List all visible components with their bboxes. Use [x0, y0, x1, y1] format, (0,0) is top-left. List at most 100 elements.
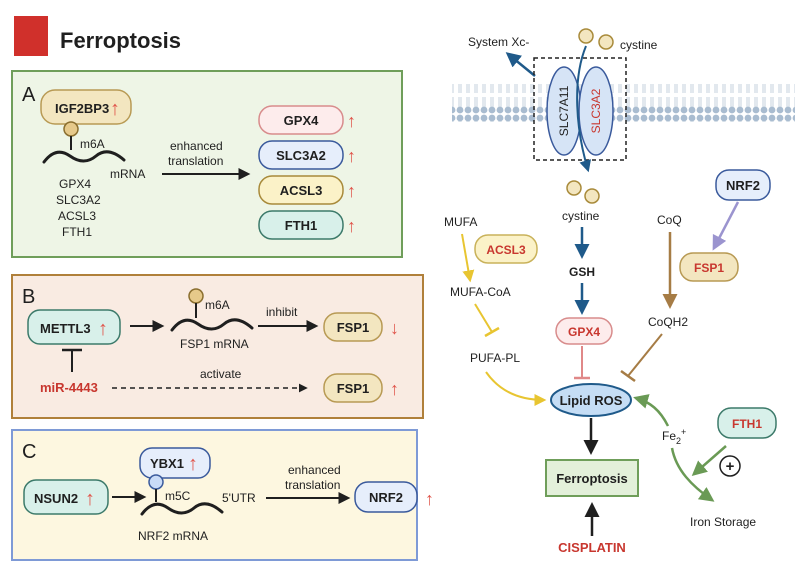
fsp1-mrna-label: FSP1 mRNA [180, 337, 249, 351]
cystine-in-label: cystine [562, 209, 600, 223]
system-xc-label: System Xc- [468, 35, 529, 49]
target-slc3a2-up: ↑ [347, 146, 356, 166]
m5c-marker [148, 474, 164, 490]
panel-b-letter: B [22, 286, 35, 308]
panel-c: C NSUN2 ↑ YBX1 ↑ m5C 5'UTR NRF2 mRNA enh… [11, 429, 418, 561]
panel-a-letter: A [22, 84, 36, 106]
page-title: Ferroptosis [60, 28, 181, 53]
target-fth1-label: FTH1 [285, 218, 318, 233]
transcript-fth1: FTH1 [62, 225, 92, 239]
system-xc-arrow [505, 52, 536, 77]
mufa-label: MUFA [444, 215, 477, 229]
target-acsl3-box [258, 175, 344, 205]
lipid-ros-label: Lipid ROS [560, 393, 623, 408]
nsun2-box [23, 479, 109, 515]
mettl3-up-arrow: ↑ [98, 318, 108, 340]
acsl3-node-label: ACSL3 [486, 243, 526, 257]
plus-sign-circle [719, 455, 741, 477]
m6a-marker-b [188, 288, 204, 304]
fe-to-ros-arrow [633, 394, 670, 427]
nsun2-label: NSUN2 [34, 491, 78, 506]
activate-label: activate [200, 367, 242, 381]
panel-a: A IGF2BP3 ↑ m6A mRNA GPX4 SLC3A2 ACSL3 F… [11, 70, 403, 258]
fsp1-node-label: FSP1 [694, 261, 724, 275]
cystine-top-1 [578, 28, 594, 44]
utr-label: 5'UTR [222, 491, 256, 505]
fth1-node-label: FTH1 [732, 417, 762, 431]
lipid-ros-node [550, 383, 632, 417]
m5c-label: m5C [165, 489, 191, 503]
translation-label-c: translation [285, 478, 340, 492]
fth1-node [717, 407, 777, 439]
ferroptosis-node-label: Ferroptosis [556, 471, 628, 486]
mrna-wave [42, 150, 126, 164]
m6a-label: m6A [80, 137, 105, 151]
nrf2-node-label: NRF2 [726, 178, 760, 193]
pathway: System Xc- cystine SLC7A11 SLC3A2 cystin… [444, 28, 795, 555]
fsp1-bottom-box [323, 373, 383, 403]
nrf2-up-arrow: ↑ [425, 489, 434, 509]
nrf2-target-label: NRF2 [369, 490, 403, 505]
fsp1-top-label: FSP1 [337, 320, 370, 335]
target-gpx4-up: ↑ [347, 111, 356, 131]
target-fth1-up: ↑ [347, 216, 356, 236]
target-slc3a2-box [258, 140, 344, 170]
gsh-label: GSH [569, 265, 595, 279]
enhanced-label-a: enhanced [170, 139, 223, 153]
mufacoa-inhibits-pufapl [474, 303, 493, 333]
coq-label: CoQ [657, 213, 682, 227]
cystine-import-arrow [576, 45, 591, 173]
cell-membrane [452, 84, 795, 122]
mrna-label: mRNA [110, 167, 145, 181]
transcript-gpx4: GPX4 [59, 177, 91, 191]
mufa-coa-label: MUFA-CoA [450, 285, 511, 299]
target-fth1-box [258, 210, 344, 240]
slc3a2-ellipse [578, 66, 614, 156]
coqh2-inhibits-ros [627, 333, 663, 377]
ybx1-label: YBX1 [150, 456, 184, 471]
ferroptosis-node [545, 459, 639, 497]
fsp1-node [679, 252, 739, 282]
mettl3-label: METTL3 [40, 321, 91, 336]
fsp1-bottom-label: FSP1 [337, 381, 370, 396]
ybx1-up-arrow: ↑ [188, 453, 198, 475]
fsp1-top-box [323, 312, 383, 342]
nrf2-mrna-label: NRF2 mRNA [138, 529, 208, 543]
transcript-slc3a2: SLC3A2 [56, 193, 101, 207]
fsp1-up-arrow: ↑ [390, 379, 399, 399]
slc3a2-label: SLC3A2 [589, 88, 603, 133]
nrf2-node [715, 169, 771, 201]
plus-sign: + [726, 458, 735, 475]
title-marker [14, 16, 48, 56]
nrf2-target-box [354, 481, 418, 513]
fe-label: Fe2+ [662, 427, 686, 446]
cystine-in-2 [584, 188, 600, 204]
cystine-in-1 [566, 180, 582, 196]
fsp1-mrna-wave [170, 318, 254, 332]
transcript-acsl3: ACSL3 [58, 209, 96, 223]
nrf2-mrna-wave [140, 502, 224, 516]
igf2bp3-up-arrow: ↑ [110, 98, 120, 120]
target-acsl3-label: ACSL3 [280, 183, 323, 198]
gpx4-node-label: GPX4 [568, 325, 600, 339]
pufa-pl-label: PUFA-PL [470, 351, 520, 365]
pufapl-to-ros-arrow [485, 371, 547, 406]
mufa-to-mufacoa-arrow [461, 233, 475, 283]
slc7a11-label: SLC7A11 [557, 85, 571, 136]
acsl3-node [474, 234, 538, 264]
mettl3-box [27, 309, 121, 345]
fsp1-down-arrow: ↓ [390, 318, 399, 338]
cystine-top-2 [598, 34, 614, 50]
fe-to-storage-arrow [670, 447, 715, 502]
target-slc3a2-label: SLC3A2 [276, 148, 326, 163]
mirna-label: miR-4443 [40, 380, 98, 395]
panel-c-letter: C [22, 441, 36, 463]
inhibit-label: inhibit [266, 305, 298, 319]
gpx4-node [555, 317, 613, 345]
cisplatin-label: CISPLATIN [558, 540, 626, 555]
enhanced-label-c: enhanced [288, 463, 341, 477]
m6a-marker [63, 121, 79, 137]
coqh2-label: CoQH2 [648, 315, 688, 329]
cystine-top-label: cystine [620, 38, 658, 52]
iron-storage-label: Iron Storage [690, 515, 756, 529]
